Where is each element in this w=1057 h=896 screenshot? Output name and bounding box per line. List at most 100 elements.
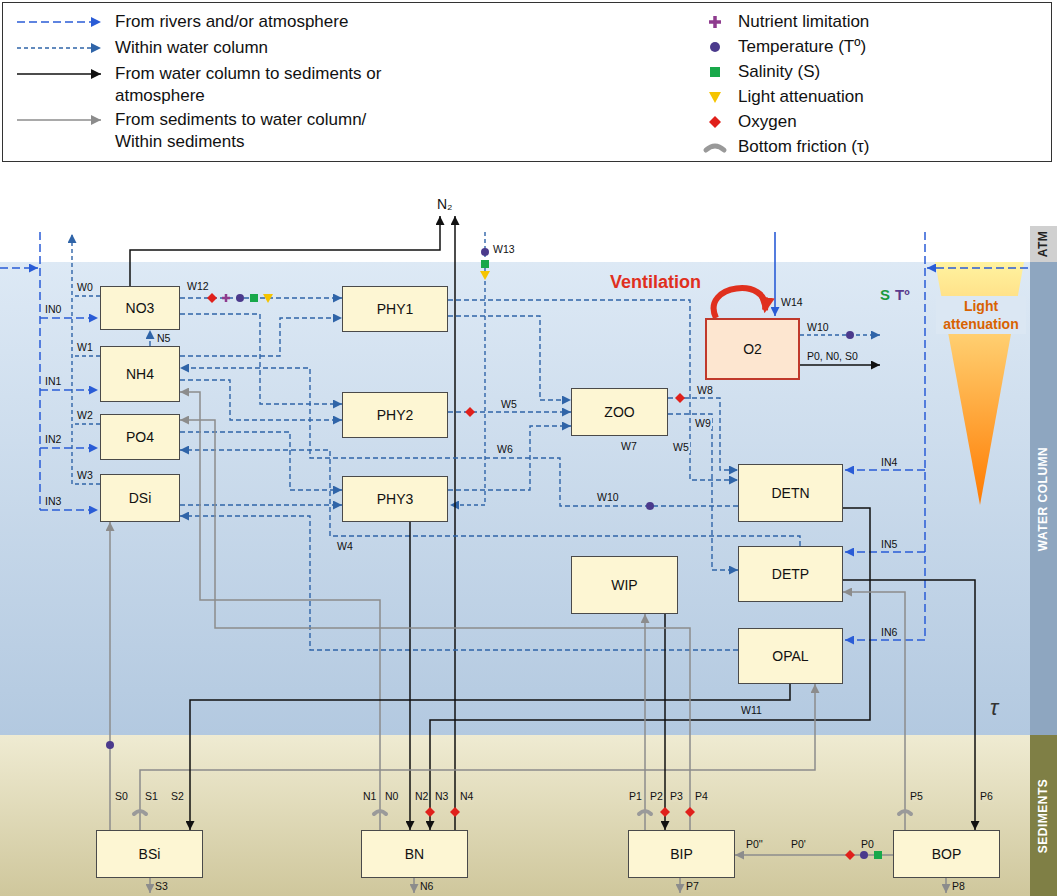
compartment-box: O2 bbox=[705, 318, 800, 380]
flux-label: P0 bbox=[860, 838, 875, 850]
decor-circle bbox=[846, 331, 854, 339]
decor-path bbox=[39, 232, 41, 510]
box-label: BSi bbox=[139, 846, 161, 862]
flux-arrow bbox=[180, 450, 800, 546]
flux-label: N3 bbox=[434, 790, 449, 802]
flux-arrow bbox=[664, 614, 666, 830]
box-label: PHY3 bbox=[377, 491, 414, 507]
legend-box: From rivers and/or atmosphereWithin wate… bbox=[2, 2, 1052, 162]
decor-circle bbox=[106, 741, 114, 749]
flux-label: IN0 bbox=[44, 303, 62, 315]
flux-arrow bbox=[843, 580, 975, 830]
flux-arrow bbox=[109, 522, 111, 830]
flux-label: W14 bbox=[780, 296, 804, 308]
flux-arrow bbox=[180, 516, 738, 650]
flux-label: P5 bbox=[909, 790, 924, 802]
decor-path bbox=[0, 267, 38, 269]
flux-label: W12 bbox=[186, 280, 210, 292]
decor-path bbox=[945, 878, 947, 893]
decor-g bbox=[0, 232, 1028, 640]
decor-polygon bbox=[660, 807, 670, 817]
decor-path bbox=[800, 364, 880, 366]
decor-polygon bbox=[675, 393, 685, 403]
flux-label: N5 bbox=[156, 332, 171, 344]
decor-path bbox=[924, 232, 926, 640]
decor-circle bbox=[646, 502, 654, 510]
flux-arrow bbox=[735, 854, 893, 856]
decor-path bbox=[17, 47, 101, 49]
flux-label: P0' bbox=[790, 838, 807, 850]
flux-arrow bbox=[430, 508, 870, 830]
flux-label: S3 bbox=[154, 880, 169, 892]
flux-arrow bbox=[149, 330, 150, 346]
decor-circle bbox=[860, 851, 868, 859]
flux-arrow bbox=[180, 420, 690, 830]
legend-text: Within water column bbox=[115, 37, 405, 59]
compartment-box: PHY3 bbox=[342, 476, 448, 522]
compartment-box: BIP bbox=[628, 830, 735, 878]
flux-label: S0 bbox=[114, 790, 129, 802]
decor-path bbox=[130, 216, 440, 286]
annotation-label: N₂ bbox=[437, 196, 453, 212]
compartment-box: BOP bbox=[893, 830, 1000, 878]
region-band: SEDIMENTSBSiBNBIPBOP bbox=[0, 735, 1057, 896]
decor-path bbox=[845, 639, 925, 641]
flux-label: P7 bbox=[685, 880, 700, 892]
region-band: ATM bbox=[0, 226, 1057, 262]
compartment-box: OPAL bbox=[738, 628, 843, 684]
decor-rect bbox=[481, 260, 489, 268]
flux-label: P3 bbox=[669, 790, 684, 802]
box-label: BIP bbox=[670, 846, 693, 862]
compartment-box: DETP bbox=[738, 546, 843, 602]
flux-arrow bbox=[180, 318, 342, 356]
region-label: WATER COLUMN bbox=[1036, 446, 1050, 550]
box-label: PO4 bbox=[126, 429, 154, 445]
decor-path bbox=[134, 811, 146, 814]
decor-polygon bbox=[480, 271, 490, 280]
legend-text: Bottom friction (τ) bbox=[738, 136, 1038, 158]
flux-label: P4 bbox=[694, 790, 709, 802]
annotation-label: τ bbox=[990, 696, 998, 720]
flux-label: W5 bbox=[500, 398, 518, 410]
decor-path bbox=[149, 878, 151, 893]
flux-label: IN3 bbox=[44, 495, 62, 507]
flux-label: P0, N0, S0 bbox=[806, 350, 859, 362]
decor-path bbox=[17, 119, 101, 121]
decor-rect bbox=[1030, 226, 1057, 262]
annotation-label: Light attenuation bbox=[936, 296, 1026, 334]
decor-rect bbox=[0, 735, 1057, 896]
flux-arrow bbox=[448, 300, 738, 480]
legend-text: Nutrient limitation bbox=[738, 11, 1038, 33]
flux-label: W1 bbox=[76, 341, 94, 353]
decor-polygon bbox=[450, 807, 460, 817]
decor-polygon bbox=[709, 116, 721, 128]
flux-label: S2 bbox=[170, 790, 185, 802]
box-label: ZOO bbox=[604, 404, 634, 420]
flux-label: W8 bbox=[696, 384, 714, 396]
flux-arrow bbox=[180, 368, 738, 506]
decor-path bbox=[374, 811, 386, 814]
box-label: PHY2 bbox=[377, 407, 414, 423]
flux-label: W11 bbox=[740, 704, 763, 716]
decor-polygon bbox=[845, 850, 855, 860]
decor-path bbox=[413, 878, 415, 893]
decor-polygon bbox=[207, 293, 217, 303]
box-label: DETN bbox=[771, 485, 809, 501]
flux-arrow bbox=[409, 522, 411, 830]
decor-path bbox=[774, 232, 776, 316]
flux-label: W13 bbox=[492, 243, 516, 255]
legend-text: Temperature (Tº) bbox=[738, 36, 1038, 58]
legend-text: Salinity (S) bbox=[738, 61, 1038, 83]
decor-path bbox=[454, 216, 456, 830]
flux-arrow bbox=[140, 684, 815, 830]
legend-text: From sediments to water column/ Within s… bbox=[115, 109, 405, 153]
annotation-label: Ventilation bbox=[610, 272, 701, 292]
flux-label: W2 bbox=[76, 409, 94, 421]
decor-path bbox=[40, 447, 98, 449]
decor-polygon bbox=[465, 407, 475, 417]
compartment-box: BN bbox=[361, 830, 468, 878]
decor-path bbox=[800, 334, 880, 335]
decor-path bbox=[706, 146, 724, 150]
flux-arrow bbox=[668, 414, 738, 570]
